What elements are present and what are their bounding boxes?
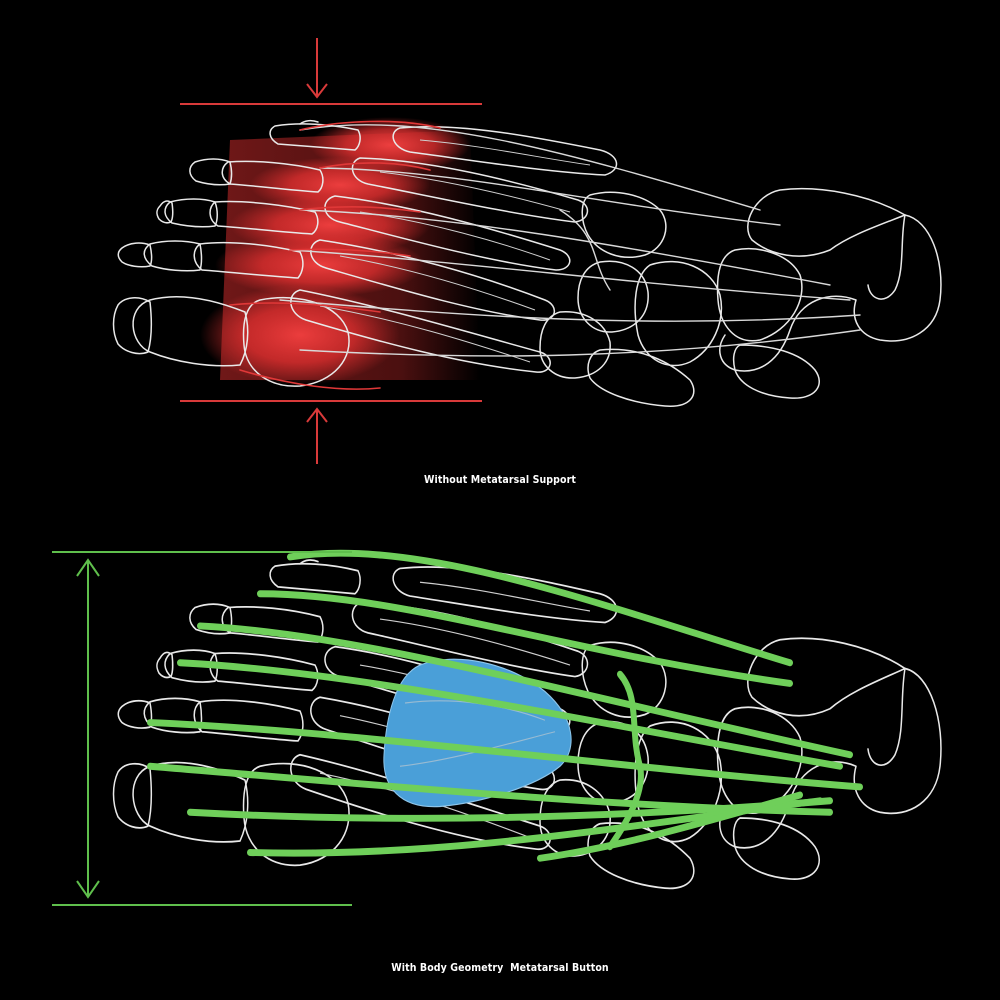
compression-indicator [180,38,482,464]
caption-with-button: With Body Geometry Metatarsal Button [391,962,609,974]
metatarsal-button-pad [383,658,572,808]
arrow-down-icon [306,38,328,99]
caption-without-support: Without Metatarsal Support [423,474,576,486]
bottom-foot-diagram [112,549,942,890]
arrow-up-icon [306,407,328,464]
relaxed-tendons [147,549,863,862]
spread-indicator [52,551,352,906]
top-foot-diagram [112,38,942,464]
compression-highlight [200,117,480,385]
compressed-tendons [229,120,441,390]
double-arrow-vertical-icon [76,558,100,899]
